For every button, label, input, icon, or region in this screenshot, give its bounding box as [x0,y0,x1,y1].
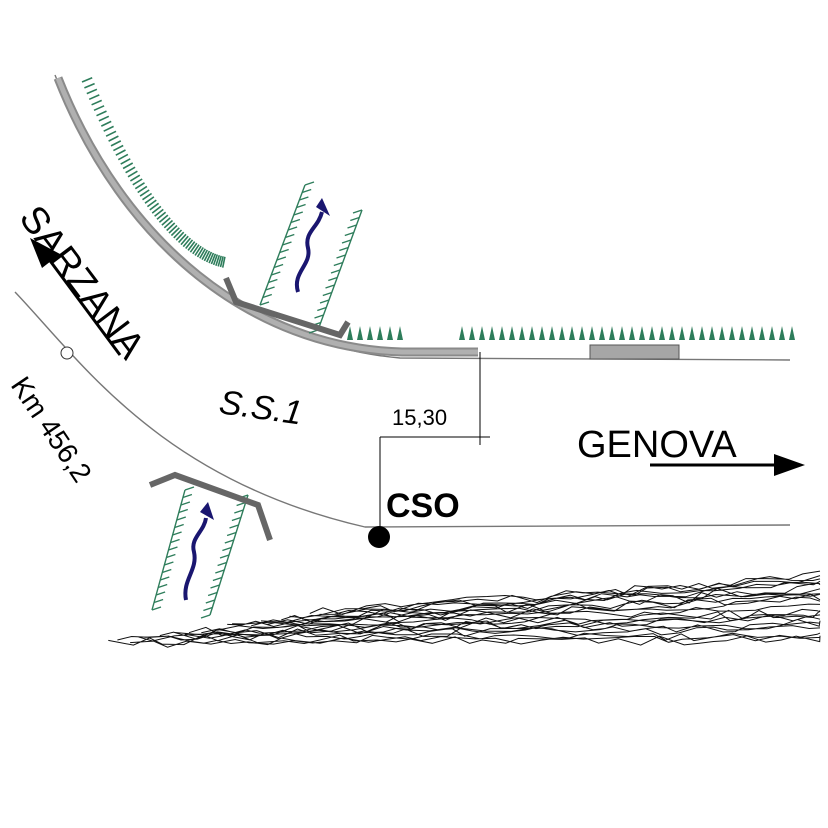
culvert-upper-wall [223,276,351,339]
vegetation-tuft [729,326,735,340]
sarzana-arrow [30,238,122,356]
vegetation-tuft [397,326,403,340]
vegetation-tuft [589,326,595,340]
label-sarzana: SARZANA [11,198,153,367]
vegetation-tuft [347,326,353,340]
vegetation-tuft [779,326,785,340]
vegetation-tuft [357,326,363,340]
label-genova: GENOVA [577,424,737,466]
vegetation-tuft [699,326,705,340]
vegetation-tuft [599,326,605,340]
label-station: CSO [386,487,460,525]
culvert-upper [223,181,363,339]
vegetation-tuft [579,326,585,340]
vegetation-tuft [739,326,745,340]
roadside-structure [589,344,680,360]
vegetation-tuft [629,326,635,340]
vegetation-tuft [759,326,765,340]
vegetation-tuft [387,326,393,340]
vegetation-tuft [367,326,373,340]
vegetation-tuft [529,326,535,340]
vegetation-tuft [749,326,755,340]
vegetation-upper-straight [347,326,795,340]
vegetation-tuft [459,326,465,340]
vegetation-tuft [669,326,675,340]
embankment-upper-fill [55,77,478,355]
vegetation-tuft [769,326,775,340]
vegetation-tuft [499,326,505,340]
culvert-lower [148,471,273,619]
vegetation-tuft [719,326,725,340]
vegetation-tuft [659,326,665,340]
vegetation-tuft [519,326,525,340]
label-road: S.S.1 [217,383,305,432]
label-distance: 15,30 [392,405,447,430]
vegetation-tuft [569,326,575,340]
vegetation-tuft [377,326,383,340]
vegetation-tuft [559,326,565,340]
km-marker [60,346,74,360]
culvert-lower-wall [148,471,273,541]
vegetation-tuft [469,326,475,340]
rocky-shoreline [108,570,821,648]
vegetation-tuft [789,326,795,340]
culvert-tooth [259,181,363,334]
culvert-tooth [151,486,249,619]
vegetation-upper-curve [81,77,226,268]
vegetation-tuft [489,326,495,340]
vegetation-tick [81,77,226,268]
water-flow-arrow-lower [183,517,208,601]
vegetation-tuft [709,326,715,340]
vegetation-tuft [649,326,655,340]
vegetation-tuft [639,326,645,340]
vegetation-tuft [539,326,545,340]
genova-arrow [650,454,805,476]
vegetation-tuft [689,326,695,340]
rock-strata [108,570,821,648]
vegetation-tuft [509,326,515,340]
vegetation-tuft [609,326,615,340]
station-point [368,526,390,548]
distance-dimension [379,352,490,528]
vegetation-tuft [619,326,625,340]
water-flow-arrow-upper [294,211,324,293]
label-km: Km 456,2 [5,371,98,488]
road-lower-edge [14,291,791,528]
vegetation-tuft [679,326,685,340]
vegetation-tuft [479,326,485,340]
vegetation-tuft [549,326,555,340]
